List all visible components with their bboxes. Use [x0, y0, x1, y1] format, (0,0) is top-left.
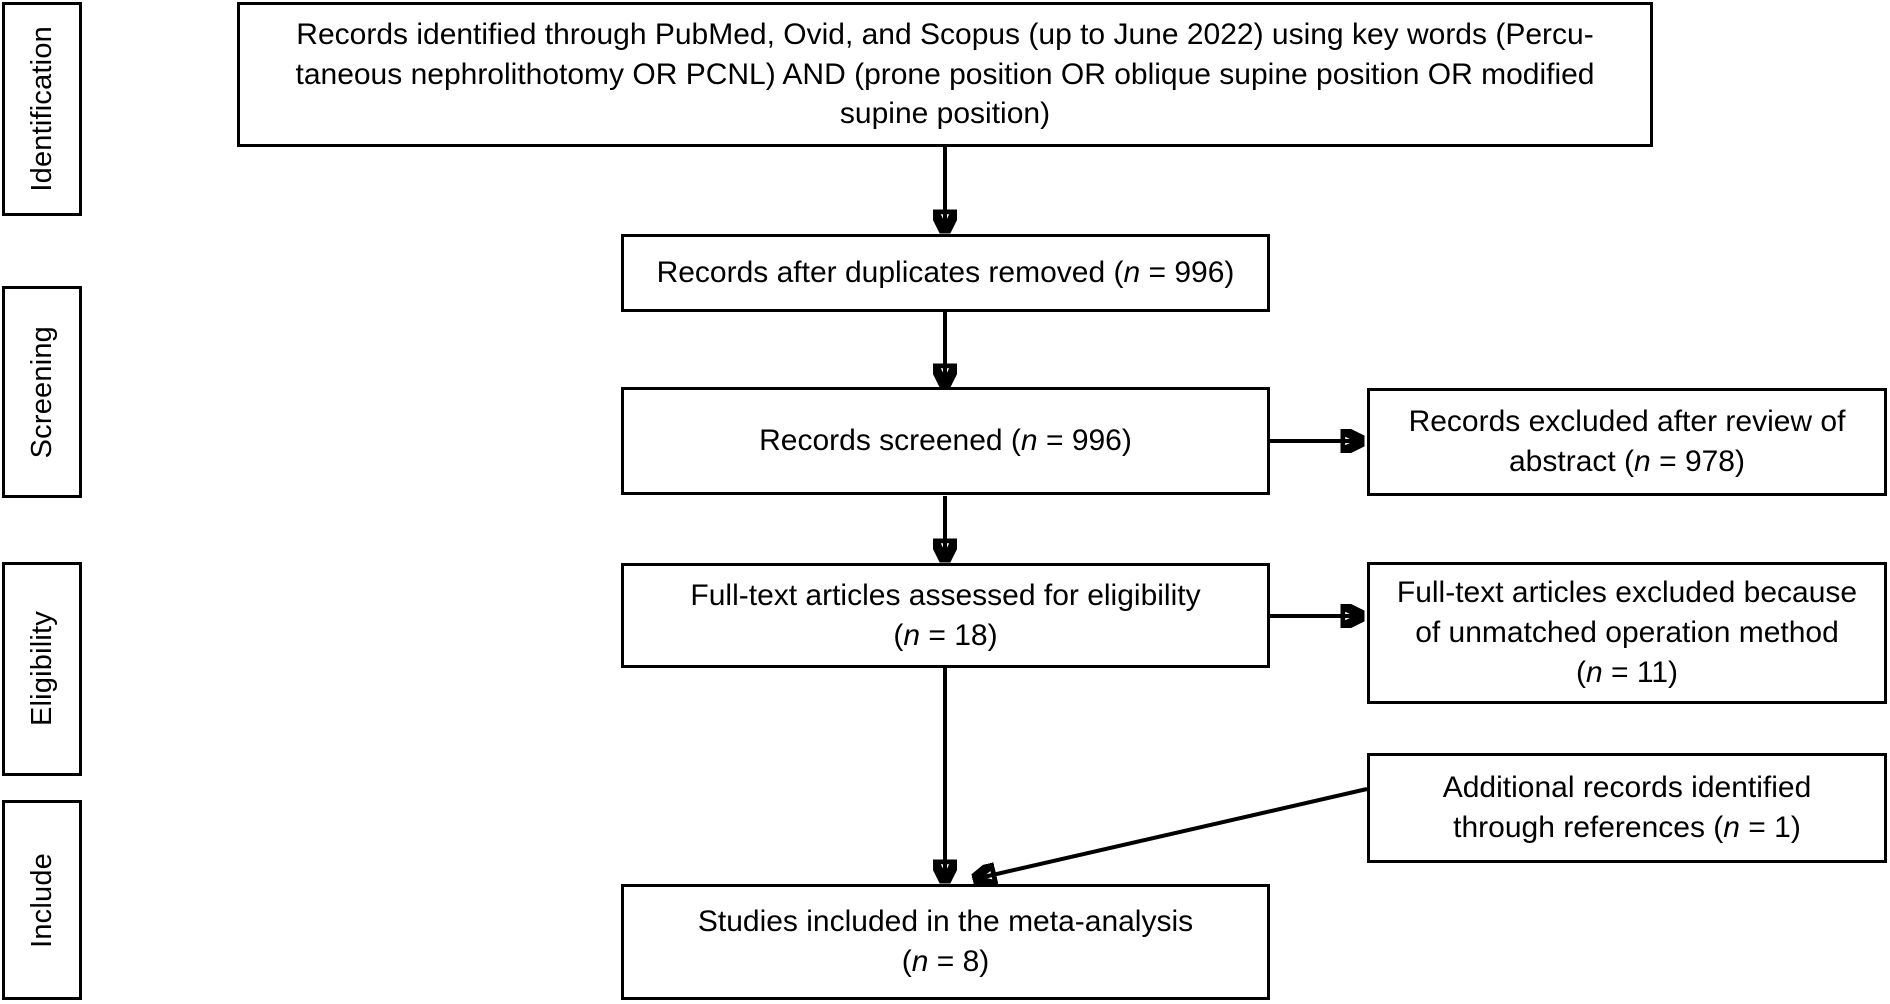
box-full-text-articles-excluded: Full-text articles excluded because of u…	[1367, 562, 1887, 704]
records-identified-line2: taneous nephrolithotomy OR PCNL) AND (pr…	[295, 57, 1595, 91]
box-records-identified: Records identified through PubMed, Ovid,…	[237, 2, 1653, 147]
records-identified-line3: supine position)	[839, 97, 1051, 131]
box-studies-included-meta-analysis: Studies included in the meta-analysis (n…	[621, 884, 1270, 1000]
box-full-text-articles-assessed: Full-text articles assessed for eligibil…	[621, 563, 1270, 668]
records-after-duplicates-label: Records after duplicates removed	[656, 256, 1106, 290]
stage-label-include: Include	[2, 800, 82, 1000]
studies-included-n-symbol: n	[911, 945, 929, 978]
stage-label-screening-text: Screening	[25, 325, 58, 459]
additional-records-n-symbol: n	[1723, 811, 1740, 844]
box-additional-records-identified: Additional records identified through re…	[1367, 753, 1887, 863]
records-excluded-line1: Records excluded after review of	[1408, 405, 1846, 439]
stage-label-include-text: Include	[25, 852, 58, 948]
stage-label-eligibility: Eligibility	[2, 562, 82, 776]
records-screened-label: Records screened	[759, 424, 1003, 458]
records-excluded-line2-label: abstract	[1509, 445, 1616, 478]
fulltext-excluded-n-value: 11	[1636, 655, 1669, 689]
box-records-excluded-after-review: Records excluded after review of abstrac…	[1367, 388, 1887, 496]
fulltext-excluded-line2: of unmatched operation method	[1415, 616, 1839, 650]
records-identified-line1: Records identified through PubMed, Ovid,…	[296, 17, 1594, 51]
records-excluded-n-symbol: n	[1634, 445, 1651, 478]
fulltext-assessed-n-symbol: n	[903, 618, 921, 652]
fulltext-excluded-n-symbol: n	[1585, 655, 1603, 689]
records-after-duplicates-n-value: 996	[1174, 256, 1225, 290]
records-after-duplicates-n-symbol: n	[1123, 256, 1141, 290]
additional-records-line2-label: through references	[1453, 811, 1705, 844]
fulltext-assessed-n-value: 18	[954, 618, 988, 652]
stage-label-eligibility-text: Eligibility	[25, 611, 58, 727]
additional-records-n-value: 1	[1774, 811, 1791, 844]
studies-included-line1: Studies included in the meta-analysis	[697, 905, 1194, 939]
fulltext-assessed-line1: Full-text articles assessed for eligibil…	[690, 578, 1201, 612]
stage-label-identification: Identification	[2, 2, 82, 216]
records-screened-n-value: 996	[1071, 424, 1122, 458]
box-records-screened: Records screened (n = 996)	[621, 387, 1270, 495]
stage-label-screening: Screening	[2, 286, 82, 498]
box-records-after-duplicates-removed: Records after duplicates removed (n = 99…	[621, 234, 1270, 312]
records-screened-n-symbol: n	[1020, 424, 1038, 458]
additional-records-line1: Additional records identified	[1442, 771, 1812, 805]
fulltext-excluded-line1: Full-text articles excluded because	[1396, 576, 1858, 610]
stage-label-identification-text: Identification	[25, 26, 58, 192]
studies-included-n-value: 8	[962, 945, 980, 978]
records-excluded-n-value: 978	[1684, 445, 1735, 478]
connector-additional-to-included	[975, 787, 1368, 879]
